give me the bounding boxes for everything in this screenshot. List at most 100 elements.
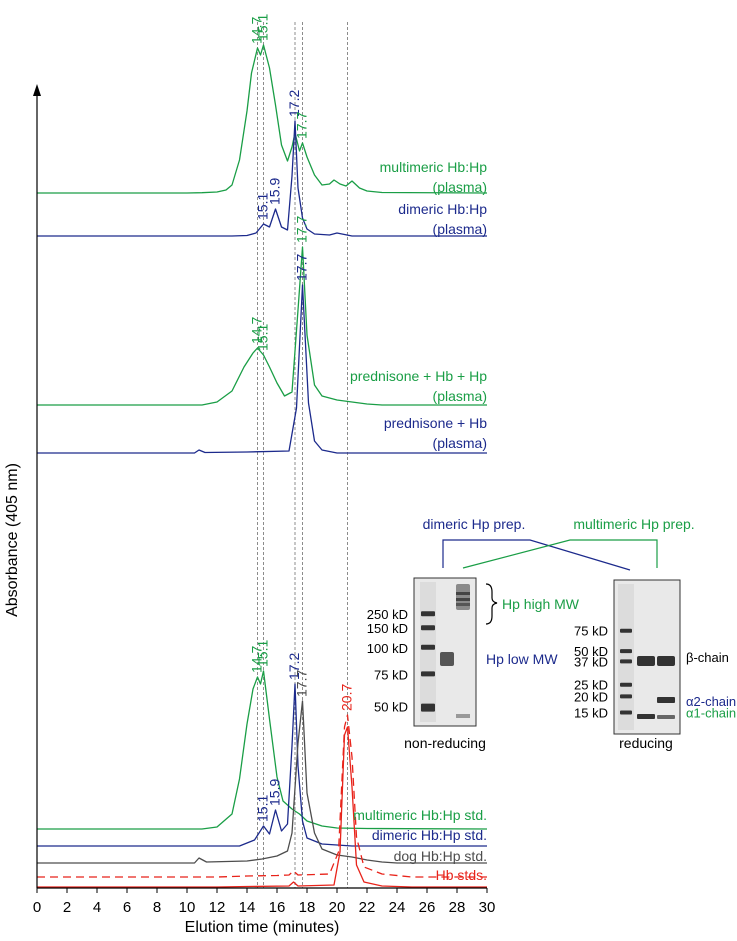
peak-label-5: 15.9: [267, 178, 283, 205]
x-tick-label-7: 14: [239, 899, 256, 916]
marker-label-nr-0: 250 kD: [367, 607, 408, 622]
series-line-7: [37, 714, 487, 878]
series-label-3-0: prednisone + Hb: [384, 415, 487, 431]
peak-label-12: 17.2: [286, 653, 302, 680]
peak-label-2: 17.2: [286, 90, 302, 117]
x-tick-label-6: 12: [209, 899, 226, 916]
marker-band-r-4: [620, 694, 632, 699]
series-label-1-0: dimeric Hb:Hp: [398, 201, 487, 217]
dimeric-prep-label: dimeric Hp prep.: [423, 516, 526, 532]
series-line-2: [37, 246, 487, 406]
marker-band-r-5: [620, 710, 632, 715]
peak-label-10: 14.7: [249, 646, 265, 673]
beta-chain-band-multimeric: [657, 656, 675, 666]
axes: Elution time (minutes) Absorbance (405 n…: [4, 84, 487, 936]
y-axis-arrow: [33, 84, 41, 96]
marker-band-nr-3: [421, 671, 435, 677]
multimeric-hp-band-2: [456, 598, 470, 601]
multimeric-low-band: [456, 714, 470, 718]
marker-band-r-1: [620, 649, 632, 654]
chain-label-0: β-chain: [686, 650, 729, 665]
peak-label-0: 14.7: [249, 17, 265, 44]
series-line-1: [37, 120, 487, 237]
dimeric-bracket: [442, 539, 631, 571]
x-tick-label-9: 18: [299, 899, 316, 916]
x-axis-title: Elution time (minutes): [185, 919, 340, 936]
guide-lines: [257, 22, 348, 888]
x-tick-label-15: 30: [479, 899, 496, 916]
x-tick-label-0: 0: [33, 899, 41, 916]
x-tick-label-5: 10: [179, 899, 196, 916]
series-label-6-0: dog Hb:Hp std.: [394, 848, 487, 864]
marker-band-nr-2: [421, 644, 435, 650]
marker-band-r-3: [620, 682, 632, 687]
alpha1-chain-band-dimeric: [637, 714, 655, 719]
x-tick-label-14: 28: [449, 899, 466, 916]
beta-chain-band-dimeric: [637, 656, 655, 666]
marker-lane-r: [618, 584, 634, 730]
peak-label-7: 17.7: [294, 254, 310, 281]
x-tick-label-13: 26: [419, 899, 436, 916]
multimeric-hp-band-1: [456, 592, 470, 595]
peak-label-6: 17.7: [294, 216, 310, 243]
marker-label-r-3: 25 kD: [574, 678, 608, 693]
dimeric-hp-band: [440, 652, 454, 666]
gel-reducing: [613, 579, 681, 735]
peak-label-13: 17.7: [294, 670, 310, 697]
x-tick-label-11: 22: [359, 899, 376, 916]
peak-label-16: 15.9: [267, 779, 283, 806]
series-label-1-1: (plasma): [433, 221, 487, 237]
y-axis-title: Absorbance (405 nm): [4, 463, 21, 617]
x-tick-label-12: 24: [389, 899, 406, 916]
gel-non-reducing: [413, 577, 477, 727]
marker-band-nr-0: [421, 611, 435, 617]
x-tick-label-3: 6: [123, 899, 131, 916]
series-line-4: [37, 670, 488, 830]
marker-label-nr-2: 100 kD: [367, 641, 408, 656]
marker-label-r-5: 15 kD: [574, 705, 608, 720]
marker-bands-nr: [421, 611, 435, 712]
series-label-0-1: (plasma): [433, 179, 487, 195]
series-line-0: [37, 44, 488, 194]
marker-label-r-2: 37 kD: [574, 654, 608, 669]
reducing-caption: reducing: [619, 735, 673, 751]
hp-low-mw-label: Hp low MW: [486, 651, 558, 667]
marker-band-nr-4: [421, 703, 435, 712]
marker-bands-r: [620, 628, 632, 715]
hp-high-mw-label: Hp high MW: [502, 596, 580, 612]
series-line-3: [37, 284, 487, 454]
gel-inset: dimeric Hp prep. multimeric Hp prep. 250…: [367, 516, 736, 751]
series-label-0-0: multimeric Hb:Hp: [380, 159, 488, 175]
peak-label-9: 15.1: [255, 324, 271, 351]
peak-label-4: 15.1: [255, 193, 271, 220]
peak-label-8: 14.7: [249, 317, 265, 344]
multimeric-hp-band-3: [456, 603, 470, 606]
x-tick-label-1: 2: [63, 899, 71, 916]
x-tick-label-10: 20: [329, 899, 346, 916]
x-tick-label-4: 8: [153, 899, 161, 916]
peak-label-1: 15.1: [255, 14, 271, 41]
marker-band-r-0: [620, 628, 632, 633]
peak-label-3: 17.7: [294, 112, 310, 139]
marker-label-r-0: 75 kD: [574, 624, 608, 639]
peak-label-15: 15.1: [255, 795, 271, 822]
marker-band-r-2: [620, 659, 632, 664]
peak-label-14: 20.7: [339, 684, 355, 711]
peak-labels: 14.715.117.217.715.115.917.717.714.715.1…: [249, 14, 355, 822]
chain-label-2: α1-chain: [686, 705, 736, 720]
high-mw-brace: [485, 583, 498, 625]
series-label-5-0: dimeric Hb:Hp std.: [372, 827, 487, 843]
series-label-3-1: (plasma): [433, 435, 487, 451]
marker-label-nr-3: 75 kD: [374, 667, 408, 682]
marker-label-nr-4: 50 kD: [374, 700, 408, 715]
series-label-4-0: multimeric Hb:Hp std.: [353, 807, 487, 823]
multimeric-hp-smear: [456, 584, 470, 610]
alpha2-chain-band: [657, 697, 675, 703]
alpha1-chain-band-multimeric: [657, 715, 675, 719]
series-label-2-0: prednisone + Hb + Hp: [350, 368, 487, 384]
